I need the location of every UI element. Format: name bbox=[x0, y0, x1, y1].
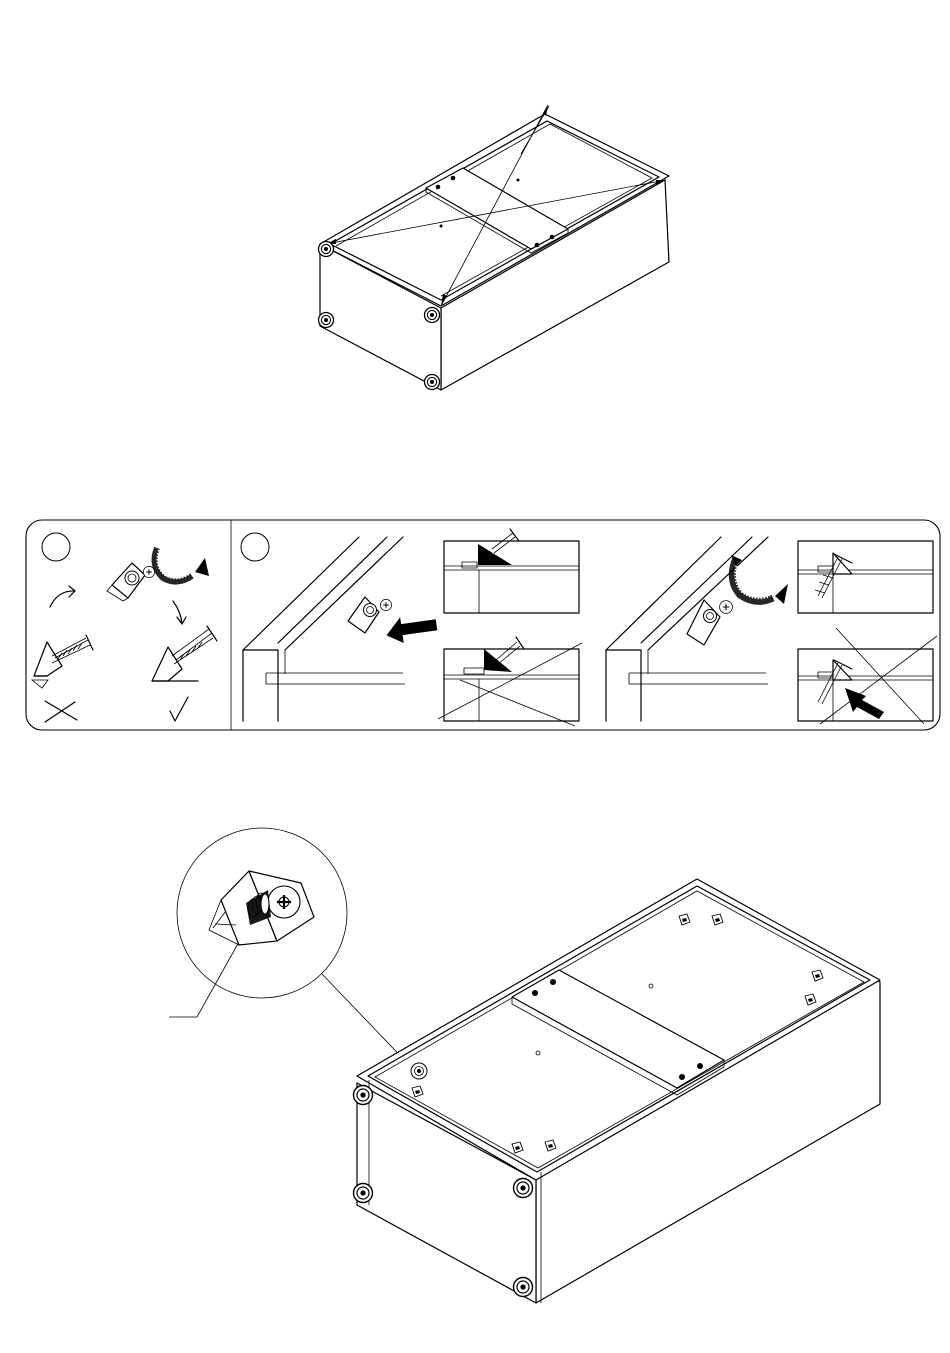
foot-icon bbox=[425, 308, 440, 323]
foot-icon bbox=[319, 313, 334, 328]
foot-icon bbox=[425, 375, 440, 390]
foot-icon bbox=[354, 1184, 373, 1203]
step-1-marker bbox=[42, 533, 70, 561]
foot-icon bbox=[514, 1278, 533, 1297]
foot-icon bbox=[354, 1086, 373, 1105]
cabinet-bracket-detail bbox=[169, 828, 880, 1303]
instruction-panel bbox=[26, 520, 940, 730]
step-2-marker bbox=[241, 533, 269, 561]
foot-icon bbox=[514, 1179, 533, 1198]
foot-icon bbox=[319, 242, 334, 257]
highlighted-bracket-icon bbox=[411, 1063, 427, 1079]
cabinet-diagonal-check bbox=[319, 105, 670, 390]
